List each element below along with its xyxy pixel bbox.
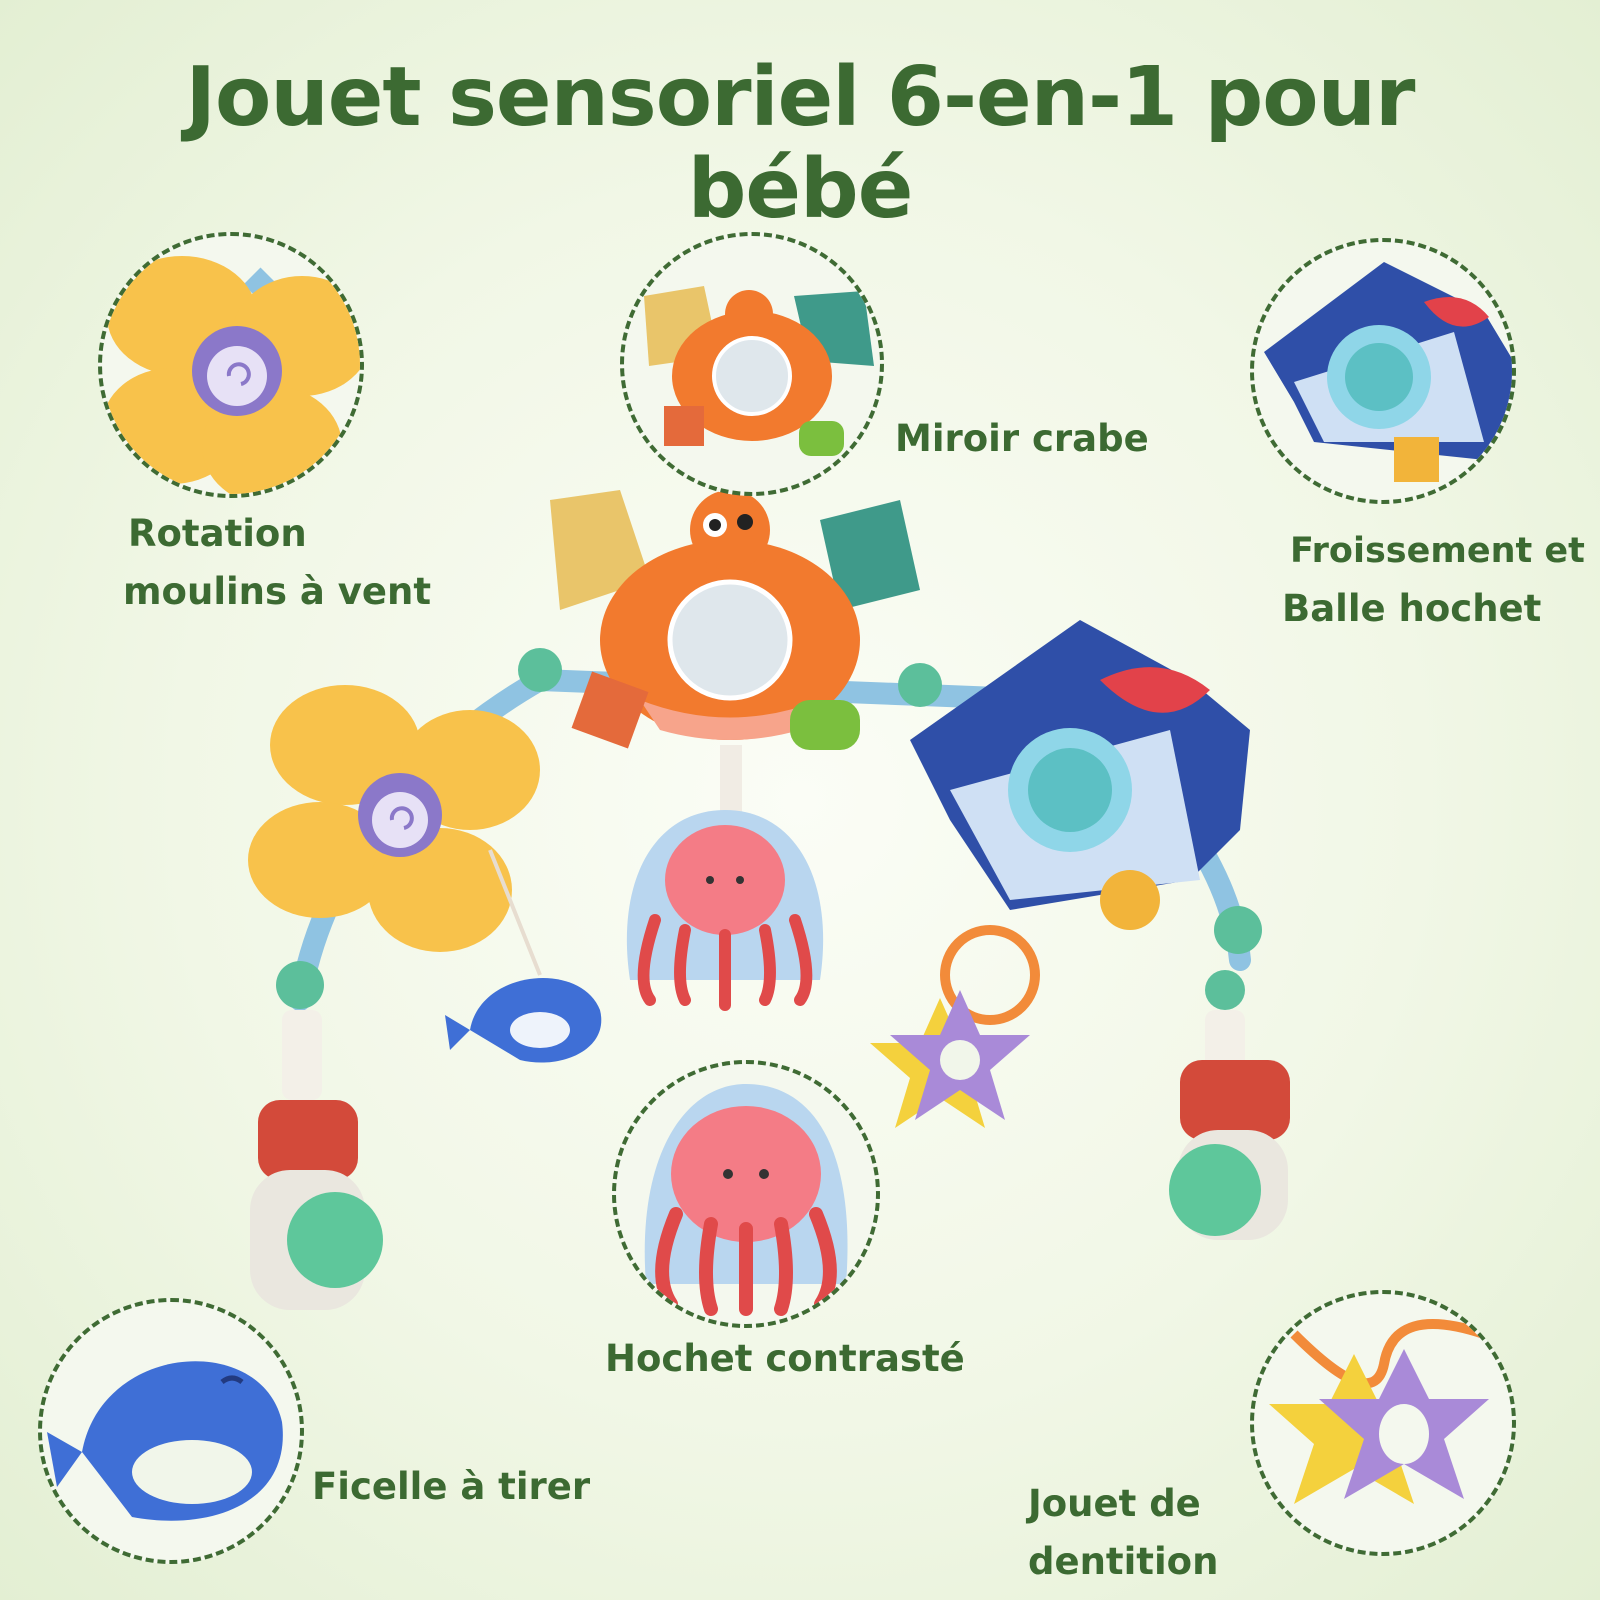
- jellyfish-detail-circle: [612, 1060, 880, 1328]
- crab-icon: [518, 490, 942, 750]
- windmill-label-line-1: Rotation: [128, 512, 307, 555]
- crab-icon: [644, 286, 874, 456]
- jellyfish-label: Hochet contrasté: [605, 1337, 965, 1380]
- windmill-icon: [102, 256, 360, 494]
- crab-label: Miroir crabe: [895, 417, 1149, 460]
- teether-label-line-1: Jouet de: [1028, 1482, 1201, 1525]
- star-teether-icon: [1269, 1319, 1489, 1504]
- small-whale-icon: [445, 977, 602, 1063]
- teether-label-line-2: dentition: [1028, 1540, 1219, 1583]
- left-clamp-icon: [250, 961, 383, 1310]
- shark-icon: [910, 620, 1250, 930]
- whale-icon: [47, 1361, 283, 1521]
- windmill-detail-circle: [98, 232, 364, 498]
- star-teether-icon: [870, 990, 1030, 1128]
- title-line-1: Jouet sensoriel 6-en-1 pour: [185, 50, 1416, 145]
- whale-label: Ficelle à tirer: [312, 1465, 591, 1508]
- shark-icon: [1264, 262, 1512, 482]
- teether-label: Jouet de dentition: [1028, 1475, 1218, 1591]
- windmill-icon: [248, 685, 540, 952]
- shark-label: Froissement et Balle hochet: [1282, 522, 1585, 638]
- shark-label-line-2: Balle hochet: [1282, 587, 1542, 630]
- page-title: Jouet sensoriel 6-en-1 pour bébé: [150, 52, 1450, 236]
- shark-label-line-1: Froissement et: [1290, 531, 1585, 571]
- shark-detail-circle: [1250, 238, 1516, 504]
- title-line-2: bébé: [687, 142, 914, 237]
- crab-detail-circle: [620, 232, 884, 496]
- whale-detail-circle: [38, 1298, 304, 1564]
- windmill-label: Rotation moulins à vent: [123, 505, 431, 621]
- teether-detail-circle: [1250, 1290, 1516, 1556]
- right-clamp-icon: [1169, 906, 1290, 1240]
- jellyfish-icon: [626, 810, 824, 1011]
- windmill-label-line-2: moulins à vent: [123, 570, 432, 613]
- jellyfish-icon: [644, 1084, 848, 1316]
